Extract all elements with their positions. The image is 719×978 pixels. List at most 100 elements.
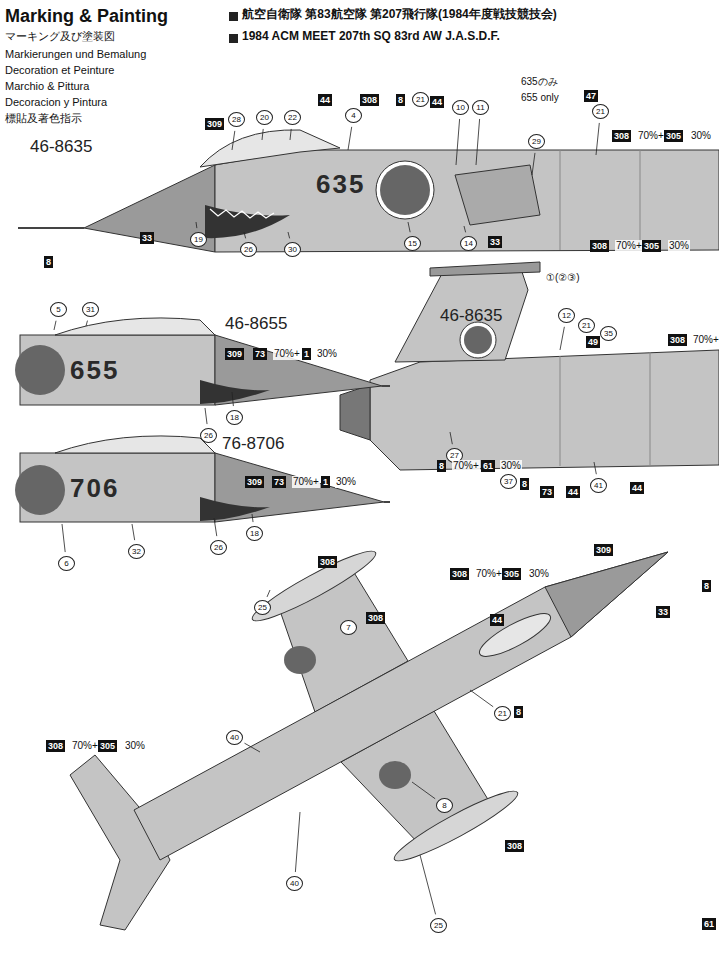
color-code: 33 [140,232,154,244]
color-code: 61 [702,918,716,930]
color-code: 33 [656,606,670,618]
leader-line [252,514,253,522]
callout-number: 21 [494,706,511,721]
color-code: 305 [502,568,521,580]
serial-number: 46-8635 [30,137,92,157]
leader-line [470,690,493,707]
leader-line [267,590,270,597]
leader-line [132,524,135,540]
mix-ratio: 70%+ [475,568,503,580]
leader-line [214,518,217,536]
mix-ratio: 30% [668,240,690,252]
leader-line [594,462,596,474]
language-heading: 標貼及著色指示 [5,112,82,125]
leader-line [205,408,207,424]
callout-number: 21 [578,318,595,333]
leader-line [86,321,87,326]
callout-number: 6 [58,556,75,571]
color-code: 308 [590,240,609,252]
color-code: 308 [360,94,379,106]
color-code: 44 [430,96,444,108]
callout-number: 31 [82,302,99,317]
callout-number: 21 [412,92,429,107]
leader-line [596,123,599,155]
leader-line [54,321,56,330]
color-code: 308 [46,740,65,752]
callout-number: 28 [228,112,245,127]
color-code: 47 [584,90,598,102]
serial-number: 46-8655 [225,314,287,334]
mix-ratio: 70%+ [71,740,99,752]
callout-number: 29 [528,134,545,149]
language-heading: Decoracion y Pintura [5,96,107,109]
color-code: 73 [272,476,286,488]
leader-line [412,782,435,799]
color-code: 8 [437,460,446,472]
leader-line [450,432,452,444]
color-code: 308 [318,556,337,568]
leader-line [244,743,260,752]
language-heading: Marchio & Pittura [5,80,89,93]
leader-line [532,153,535,175]
color-code: 33 [488,236,502,248]
color-code: 308 [450,568,469,580]
color-code: 73 [253,348,267,360]
callout-number: 41 [590,478,607,493]
mix-ratio: 70%+ [292,476,320,488]
subtitle-text: 1984 ACM MEET 207th SQ 83rd AW J.A.S.D.F… [242,30,500,44]
color-code: 44 [318,94,332,106]
mix-ratio: 70%+ [452,460,480,472]
leader-line [456,119,460,165]
mix-ratio: ①(②③) [545,272,581,284]
callout-number: 25 [430,918,447,933]
callout-number: 4 [345,108,362,123]
color-code: 8 [702,580,711,592]
leader-line [408,222,410,232]
mix-ratio: 30% [500,460,522,472]
leader-line [348,127,352,150]
callout-number: 11 [472,100,489,115]
color-code: 1 [321,476,330,488]
callout-number: 14 [460,236,477,251]
callout-number: 37 [500,474,517,489]
callout-number: 26 [240,242,257,257]
callout-number: 30 [284,242,301,257]
callout-number: 5 [50,302,67,317]
callout-number: 25 [254,600,271,615]
mix-ratio: 30% [124,740,146,752]
color-code: 308 [612,130,631,142]
serial-number: 76-8706 [222,434,284,454]
callout-number: 32 [128,544,145,559]
color-code: 305 [664,130,683,142]
mix-ratio: 70%+ [273,348,301,360]
callout-number: 18 [226,410,243,425]
callout-number: 8 [436,798,453,813]
callout-number: 10 [452,100,469,115]
color-code: 305 [642,240,661,252]
leader-line [288,232,290,238]
color-code: 8 [44,256,53,268]
color-code: 308 [366,612,385,624]
callout-number: 20 [256,110,273,125]
callout-number: 7 [340,620,357,635]
color-code: 308 [668,334,687,346]
color-code: 8 [514,706,523,718]
leader-line [244,232,246,238]
leader-line [196,222,198,228]
color-code: 44 [630,482,644,494]
serial-number: 46-8635 [440,306,502,326]
color-code: 309 [225,348,244,360]
leader-line [476,119,480,165]
callout-number: 40 [226,730,243,745]
color-code: 305 [98,740,117,752]
leader-line [464,226,466,232]
callout-number: 40 [286,876,303,891]
mix-ratio: 70%+ [692,334,719,346]
callout-number: 22 [284,110,301,125]
mix-ratio: 70%+ [615,240,643,252]
callout-number: 35 [600,326,617,341]
mix-ratio: 30% [335,476,357,488]
aircraft-number: 706 [70,474,119,504]
color-code: 309 [594,544,613,556]
color-code: 49 [586,336,600,348]
